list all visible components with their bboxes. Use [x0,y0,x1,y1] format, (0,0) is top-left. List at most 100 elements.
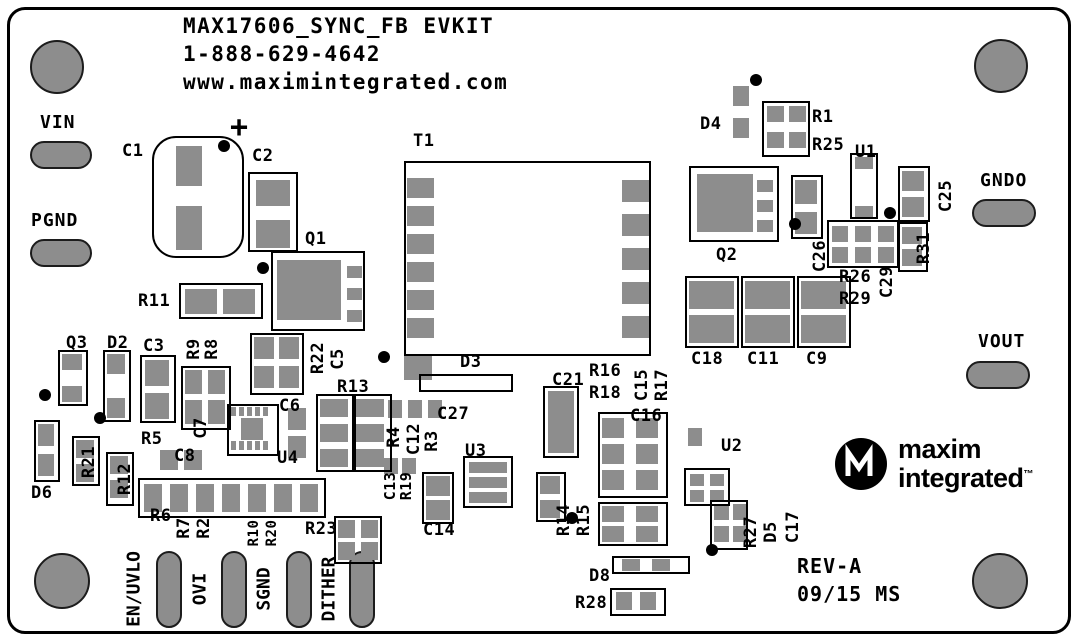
refdes-label: C25 [936,179,956,213]
smd-pad [338,542,355,560]
smd-pad [248,484,266,512]
component-outline [227,404,279,456]
smd-pad [832,226,848,242]
smd-pad [407,290,434,310]
refdes-label: C7 [191,417,211,439]
refdes-label: D2 [107,333,129,353]
refdes-label: U3 [465,441,487,461]
trademark-symbol: ™ [1023,469,1034,480]
refdes-label: R25 [812,135,845,155]
smd-pad [247,441,252,450]
board-title: MAX17606_SYNC_FB EVKIT [183,14,495,38]
component-outline [138,478,326,518]
smd-pad [361,542,378,560]
smd-pad [320,424,348,442]
website-url: www.maximintegrated.com [183,70,509,94]
smd-pad [256,180,290,206]
refdes-label: C21 [552,370,585,390]
smd-pad [622,248,649,270]
refdes-label: R22 [308,341,328,375]
gndo-pad [972,199,1036,227]
refdes-label: C18 [691,349,724,369]
pad-label-gndo: GNDO [980,170,1028,191]
component-outline [140,355,176,423]
board-outline [7,7,1071,634]
polarity-dot [706,544,718,556]
smd-pad [801,315,846,343]
component-outline [463,456,513,508]
smd-pad [622,180,649,202]
smd-pad [636,444,658,464]
smd-pad [279,366,299,388]
refdes-label: R15 [574,503,594,537]
pad-label-pgnd: PGND [31,210,79,231]
smd-pad [636,526,658,542]
smd-pad [878,226,894,242]
smd-pad [714,526,729,542]
smd-pad [347,288,362,300]
smd-pad [170,484,188,512]
polarity-dot [884,207,896,219]
smd-pad [110,480,128,498]
smd-pad [347,310,362,322]
smd-pad [428,400,442,418]
smd-pad [789,106,806,122]
component-outline [827,220,899,268]
smd-pad [540,500,560,518]
refdes-label: C29 [877,265,897,299]
refdes-label: Q3 [66,333,88,353]
smd-pad [616,592,632,610]
smd-pad [636,418,658,438]
refdes-label: U1 [855,142,877,162]
component-outline [72,436,100,486]
logo-word-maxim: maxim [898,434,982,464]
smd-pad [689,315,734,343]
smd-pad [767,132,784,148]
refdes-label: R3 [422,430,442,452]
refdes-label: R20 [264,519,280,547]
smd-pad [263,407,268,416]
polarity-dot [39,389,51,401]
refdes-label: R28 [575,593,608,613]
component-outline [179,283,263,319]
smd-pad [231,407,236,416]
refdes-label: C17 [783,510,803,544]
smd-pad [407,318,434,338]
refdes-label: R1 [812,107,834,127]
refdes-label: C26 [810,239,830,273]
smd-pad [145,360,169,386]
smd-pad [196,484,214,512]
smd-pad [176,146,202,186]
smd-pad [710,474,724,486]
refdes-label: C27 [437,404,470,424]
polarity-dot [218,140,230,152]
component-outline [610,588,666,616]
smd-pad [408,400,422,418]
component-outline [543,386,579,458]
component-outline [612,556,690,574]
smd-pad [902,249,922,266]
refdes-label: D3 [460,352,482,372]
smd-pad [801,281,846,309]
smd-pad [690,490,704,502]
smd-pad [855,157,873,169]
refdes-label: R29 [839,289,872,309]
revision-label: REV-A [797,554,863,578]
smd-pad [76,440,94,458]
component-outline [850,153,878,219]
smd-pad [757,200,773,212]
smd-pad [469,462,507,473]
smd-pad [356,399,384,417]
refdes-label: T1 [413,131,435,151]
smd-pad [254,366,274,388]
support-phone: 1-888-629-4642 [183,42,382,66]
smd-pad [338,520,355,538]
polarity-dot [789,218,801,230]
refdes-label: R6 [150,506,172,526]
component-outline [762,101,810,157]
board-title-block: MAX17606_SYNC_FB EVKIT 1-888-629-4642 ww… [183,12,508,96]
refdes-label: U2 [721,436,743,456]
smd-pad [757,180,773,192]
smd-pad [76,464,94,482]
sgnd-pad [286,551,312,628]
